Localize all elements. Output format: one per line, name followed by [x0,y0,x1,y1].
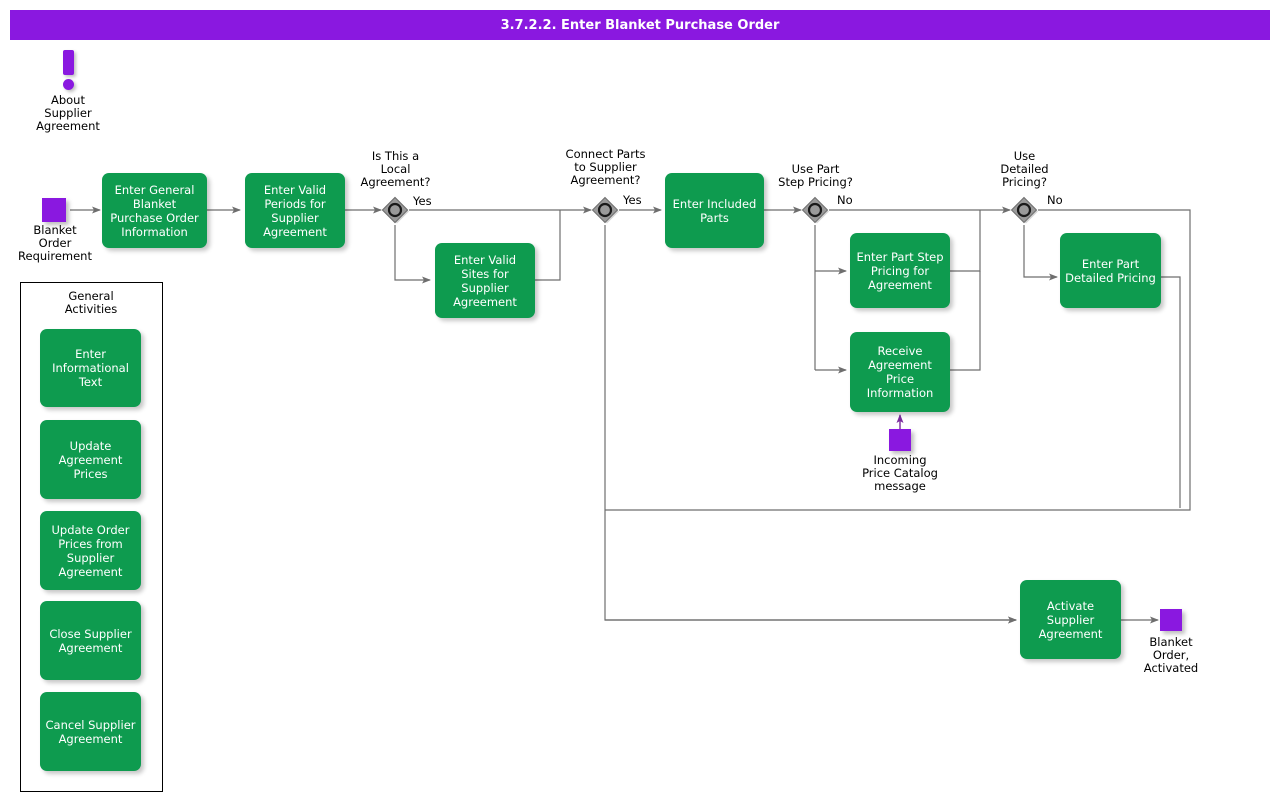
task-activate-supplier-agreement[interactable]: Activate Supplier Agreement [1020,580,1121,659]
general-activity-enter-informational-text[interactable]: Enter Informational Text [40,329,141,407]
start-event-label: Blanket Order Requirement [18,223,92,263]
gateway-branch-label-detailed-pricing: No [1047,193,1063,207]
gateway-question-connect-parts: Connect Parts to Supplier Agreement? [565,147,646,187]
exclamation-icon [63,50,74,75]
gateway-branch-label-connect-parts: Yes [623,193,642,207]
annotation-label: About Supplier Agreement [36,93,100,133]
message-event-incoming-price-catalog[interactable] [889,429,911,451]
gateway-branch-label-part-step-pricing: No [837,193,853,207]
gateway-question-part-step-pricing: Use Part Step Pricing? [778,162,853,189]
gateway-detailed-pricing[interactable] [1009,195,1039,225]
task-enter-part-detailed-pricing[interactable]: Enter Part Detailed Pricing [1060,233,1161,308]
gateway-local-agreement[interactable] [380,195,410,225]
end-event-label: Blanket Order, Activated [1143,635,1199,675]
task-enter-part-step-pricing-for-agreement[interactable]: Enter Part Step Pricing for Agreement [850,233,950,308]
task-enter-valid-periods-for-supplier-agreement[interactable]: Enter Valid Periods for Supplier Agreeme… [245,173,345,248]
start-event-blanket-order-requirement[interactable] [42,198,66,222]
general-activities-title: General Activities [64,289,118,316]
exclamation-dot-icon [63,79,74,90]
gateway-connect-parts[interactable] [590,195,620,225]
general-activity-update-order-prices-from-supplier-agreement[interactable]: Update Order Prices from Supplier Agreem… [40,511,141,590]
task-receive-agreement-price-information[interactable]: Receive Agreement Price Information [850,332,950,412]
message-event-label: Incoming Price Catalog message [862,453,938,493]
page-title: 3.7.2.2. Enter Blanket Purchase Order [10,10,1270,40]
general-activity-update-agreement-prices[interactable]: Update Agreement Prices [40,420,141,499]
end-event-blanket-order-activated[interactable] [1160,609,1182,631]
gateway-question-detailed-pricing: Use Detailed Pricing? [1000,149,1049,189]
task-enter-valid-sites-for-supplier-agreement[interactable]: Enter Valid Sites for Supplier Agreement [435,243,535,318]
gateway-branch-label-local-agreement: Yes [413,194,432,208]
general-activity-close-supplier-agreement[interactable]: Close Supplier Agreement [40,601,141,680]
general-activity-cancel-supplier-agreement[interactable]: Cancel Supplier Agreement [40,692,141,771]
task-enter-included-parts[interactable]: Enter Included Parts [665,173,764,248]
task-enter-general-blanket-purchase-order-information[interactable]: Enter General Blanket Purchase Order Inf… [102,173,207,248]
gateway-part-step-pricing[interactable] [800,195,830,225]
gateway-question-local-agreement: Is This a Local Agreement? [360,149,431,189]
